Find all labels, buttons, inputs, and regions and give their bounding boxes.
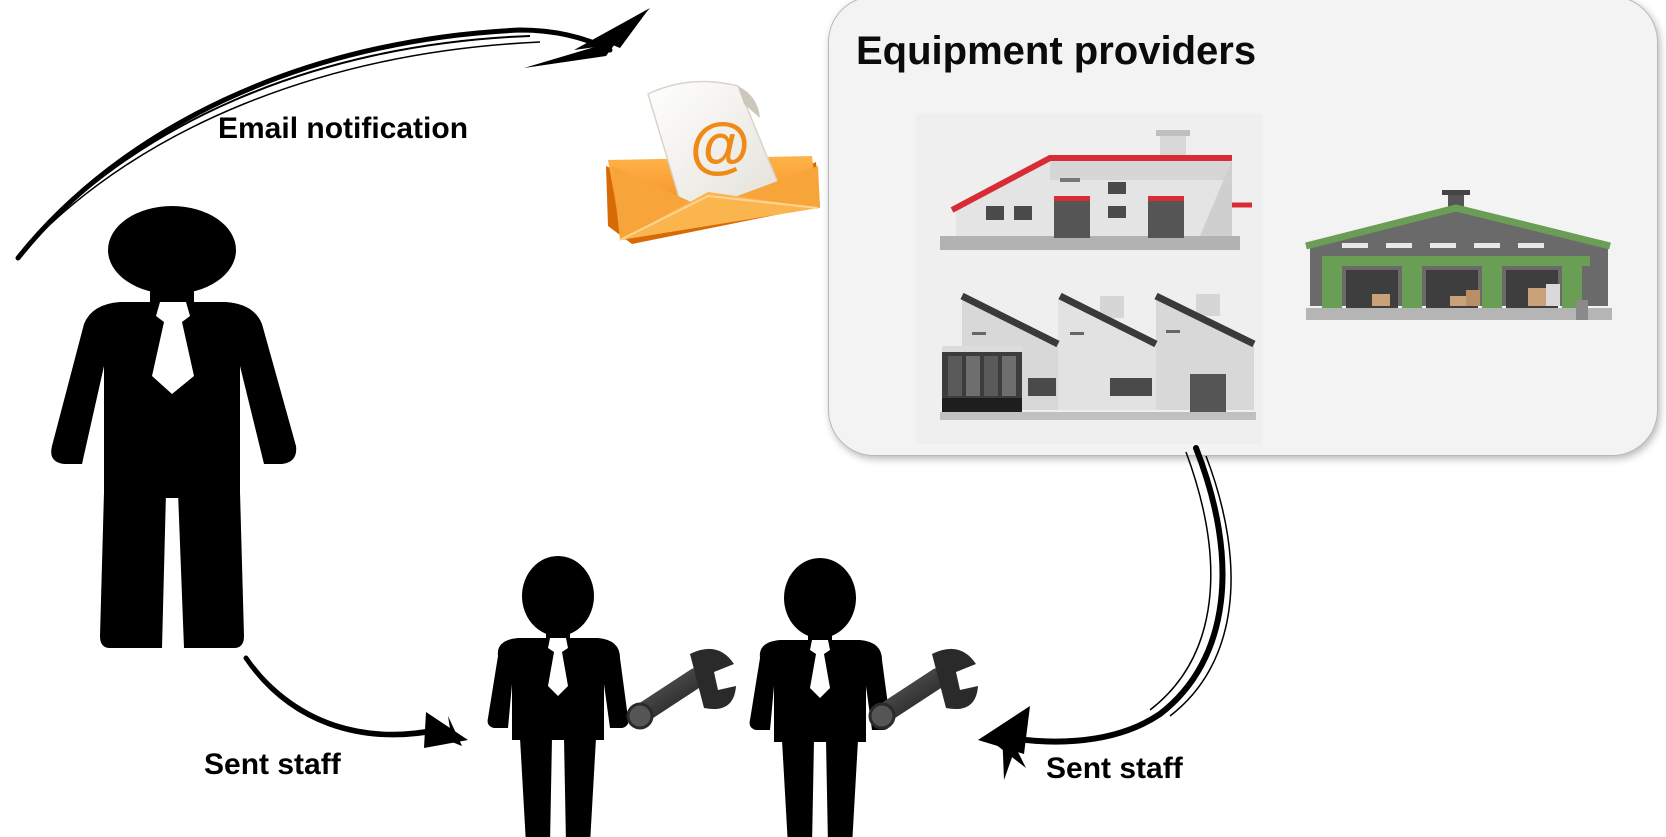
sent-staff-arrow-right xyxy=(978,445,1232,780)
wrench-icon-1 xyxy=(628,649,736,728)
manager-person-icon xyxy=(51,206,297,648)
technician-person-icon-1 xyxy=(487,556,629,837)
sent-staff-label-left: Sent staff xyxy=(204,748,341,781)
svg-text:@: @ xyxy=(690,111,750,180)
sent-staff-label-right: Sent staff xyxy=(1046,752,1183,785)
wrench-icon-2 xyxy=(870,649,978,728)
technician-person-icon-2 xyxy=(749,558,891,837)
email-envelope-icon: @ xyxy=(606,80,820,244)
equipment-providers-title: Equipment providers xyxy=(856,29,1257,73)
sent-staff-arrow-left xyxy=(243,655,468,748)
email-notification-label: Email notification xyxy=(218,112,469,145)
